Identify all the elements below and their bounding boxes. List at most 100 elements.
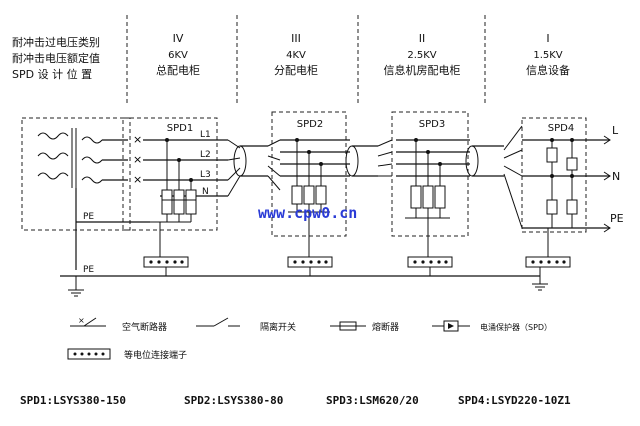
watermark: www.cpw0.cn [258, 204, 357, 222]
cable-fan-in [227, 139, 241, 197]
zone-iii-heading: III 4KV 分配电柜 [274, 32, 318, 77]
line-label-n: N [202, 187, 209, 197]
model-spd1: SPD1:LSYS380-150 [20, 394, 126, 407]
zone-ii-heading: II 2.5KV 信息机房配电柜 [384, 32, 461, 77]
legend-label: 隔离开关 [260, 321, 296, 333]
svg-text:×: × [78, 316, 85, 325]
cable-fan-out [503, 125, 523, 229]
junction-dot [189, 178, 193, 182]
transformer-coil [81, 136, 103, 144]
cable-fan-out [377, 139, 393, 177]
model-spd2: SPD2:LSYS380-80 [184, 394, 283, 407]
cable-outline [472, 145, 504, 177]
cable-end [233, 145, 247, 177]
spd-module [291, 185, 303, 205]
legend-item-spd: 电涌保护器（SPD） [432, 320, 552, 332]
model-list: SPD1:LSYS380-150 SPD2:LSYS380-80 SPD3:LS… [20, 394, 571, 407]
header-category-label: 耐冲击过电压类别 [12, 35, 100, 49]
cable-fan-out [267, 139, 281, 191]
legend-item-switch: 隔离开关 [196, 317, 296, 333]
zone-iv-heading: IV 6KV 总配电柜 [156, 32, 200, 77]
zone-name: 分配电柜 [274, 64, 318, 77]
legend: × 空气断路器 隔离开关 熔断器 电涌保护器（SPD） 等电位连接端子 [67, 316, 552, 361]
spd-module [303, 185, 315, 205]
pe-label-upper: PE [83, 212, 94, 222]
spd-module [546, 199, 558, 215]
ground-symbol [68, 276, 84, 297]
equipment-enclosure [521, 117, 587, 233]
equipotential-terminal [143, 222, 189, 276]
cabinet-enclosure [391, 111, 469, 237]
line-label-l2: L2 [200, 150, 211, 160]
zone-voltage: 4KV [286, 50, 306, 61]
breaker-symbol: × [133, 173, 142, 186]
spd-module [185, 189, 197, 215]
line-label-l1: L1 [200, 130, 211, 140]
spd-module [566, 157, 578, 171]
spd3-label: SPD3 [419, 119, 445, 130]
zone-numeral: II [419, 32, 426, 45]
spd-module [566, 199, 578, 215]
cable-section [227, 139, 281, 197]
cable-end [345, 145, 359, 177]
breaker-symbol: × [133, 133, 142, 146]
legend-item-terminal: 等电位连接端子 [67, 348, 187, 361]
spd4-label: SPD4 [548, 123, 574, 134]
output-label-n: N [612, 170, 620, 183]
arrow-head [603, 135, 611, 145]
spd-module [434, 185, 446, 209]
transformer-coil [37, 132, 69, 140]
pe-label-lower: PE [83, 265, 94, 275]
model-spd4: SPD4:LSYD220-10Z1 [458, 394, 571, 407]
arrow-head [603, 171, 611, 181]
cabinet-iii: SPD2 [271, 111, 350, 276]
spd-module [161, 189, 173, 215]
zone-numeral: III [291, 32, 301, 45]
transformer-coil [37, 152, 69, 160]
line-label-l3: L3 [200, 170, 211, 180]
output-label-pe: PE [610, 212, 624, 225]
cable-outline [240, 145, 268, 177]
header-position-label: SPD 设 计 位 置 [12, 67, 92, 81]
cable-section [345, 139, 393, 177]
spd-module [422, 185, 434, 209]
legend-label: 等电位连接端子 [124, 349, 187, 361]
zone-numeral: IV [173, 32, 184, 45]
breaker-symbol: × [133, 153, 142, 166]
equipment-i: SPD4 L N PE [521, 117, 624, 291]
cabinet-ii: SPD3 [391, 111, 470, 276]
spd-module [546, 147, 558, 163]
zone-numeral: I [546, 32, 549, 45]
legend-item-breaker: × 空气断路器 [70, 316, 167, 333]
spd2-label: SPD2 [297, 119, 323, 130]
model-spd3: SPD3:LSM620/20 [326, 394, 419, 407]
junction-dot [165, 138, 169, 142]
transformer-coil [81, 176, 103, 184]
cabinet-enclosure [122, 117, 218, 231]
cable-section [465, 125, 523, 229]
zone-voltage: 6KV [168, 50, 188, 61]
output-label-l: L [612, 124, 619, 137]
spd1-label: SPD1 [167, 123, 193, 134]
zone-name: 总配电柜 [156, 63, 200, 77]
arrow-head [603, 223, 611, 233]
cable-outline [352, 145, 378, 177]
transformer-coil [37, 172, 69, 180]
zone-name: 信息机房配电柜 [384, 63, 461, 77]
legend-item-fuse: 熔断器 [330, 321, 399, 333]
spd-module [315, 185, 327, 205]
legend-label: 电涌保护器（SPD） [480, 322, 552, 332]
spd-module [173, 189, 185, 215]
legend-label: 熔断器 [372, 321, 399, 333]
cable-end [465, 145, 479, 177]
zone-i-heading: I 1.5KV 信息设备 [526, 32, 570, 77]
legend-label: 空气断路器 [122, 321, 167, 333]
zone-voltage: 1.5KV [533, 50, 562, 61]
header-rated-value-label: 耐冲击电压额定值 [12, 51, 100, 65]
junction-dot [177, 158, 181, 162]
zone-name: 信息设备 [526, 63, 570, 77]
zone-voltage: 2.5KV [407, 50, 436, 61]
transformer-coil [81, 156, 103, 164]
spd-module [410, 185, 422, 209]
